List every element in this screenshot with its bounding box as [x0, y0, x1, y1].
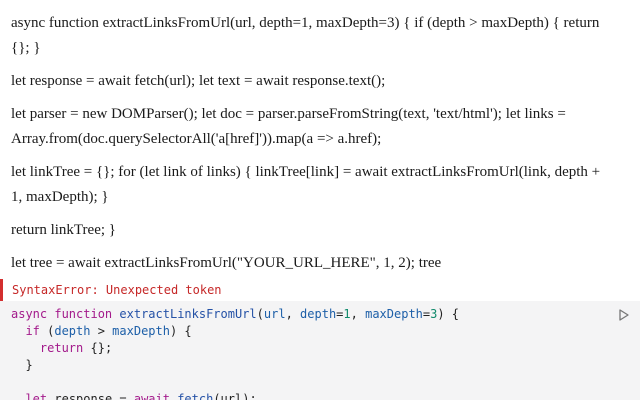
code-token: url [263, 307, 286, 321]
code-token: , [350, 307, 366, 321]
code-line: } [11, 358, 33, 372]
code-token: return [39, 341, 84, 355]
prose-paragraph: let tree = await extractLinksFromUrl("YO… [11, 255, 442, 271]
code-token: (url); [213, 392, 257, 400]
code-token: extractLinksFromUrl [119, 307, 257, 321]
prose-paragraph: return linkTree; } [11, 222, 116, 238]
prose-paragraph: let parser = new DOMParser(); let doc = … [11, 106, 566, 147]
code-token [11, 341, 40, 355]
code-token: , [285, 307, 301, 321]
code-token: ) { [437, 307, 460, 321]
code-cell[interactable]: async function extractLinksFromUrl(url, … [0, 301, 640, 400]
prose-paragraph: let response = await fetch(url); let tex… [11, 73, 386, 89]
code-token [11, 392, 25, 400]
code-token: = [336, 307, 344, 321]
code-token: ( [256, 307, 264, 321]
code-token [11, 324, 25, 338]
error-accent-stripe [0, 279, 3, 301]
run-button[interactable] [616, 307, 632, 323]
code-token: > [90, 324, 113, 338]
code-token: response = [47, 392, 134, 400]
code-token: 3 [430, 307, 438, 321]
code-token: 1 [343, 307, 351, 321]
prose-paragraph: async function extractLinksFromUrl(url, … [11, 15, 600, 56]
code-token: async [11, 307, 48, 321]
code-token: ( [39, 324, 55, 338]
error-output: SyntaxError: Unexpected token [0, 279, 640, 301]
code-token: = [422, 307, 431, 321]
code-line: if (depth > maxDepth) { [11, 323, 459, 340]
code-token: depth [300, 307, 337, 321]
code-token: if [25, 324, 40, 338]
code-editor[interactable]: async function extractLinksFromUrl(url, … [11, 306, 459, 400]
error-message: SyntaxError: Unexpected token [12, 283, 222, 297]
code-line: let response = await fetch(url); [11, 391, 459, 400]
code-token: function [54, 307, 113, 321]
code-line: async function extractLinksFromUrl(url, … [11, 306, 459, 323]
code-line [11, 374, 459, 391]
code-token: maxDepth [112, 324, 170, 338]
play-outline-icon [619, 309, 629, 321]
code-token: ) { [169, 324, 192, 338]
code-token: fetch [177, 392, 214, 400]
code-token: await [133, 392, 170, 400]
prose-content: async function extractLinksFromUrl(url, … [11, 11, 611, 284]
prose-paragraph: let linkTree = {}; for (let link of link… [11, 164, 601, 205]
code-token: let [25, 392, 48, 400]
code-line: return {}; [11, 340, 459, 357]
code-token: depth [54, 324, 91, 338]
code-token: maxDepth [365, 307, 423, 321]
code-token: {}; [83, 341, 113, 355]
